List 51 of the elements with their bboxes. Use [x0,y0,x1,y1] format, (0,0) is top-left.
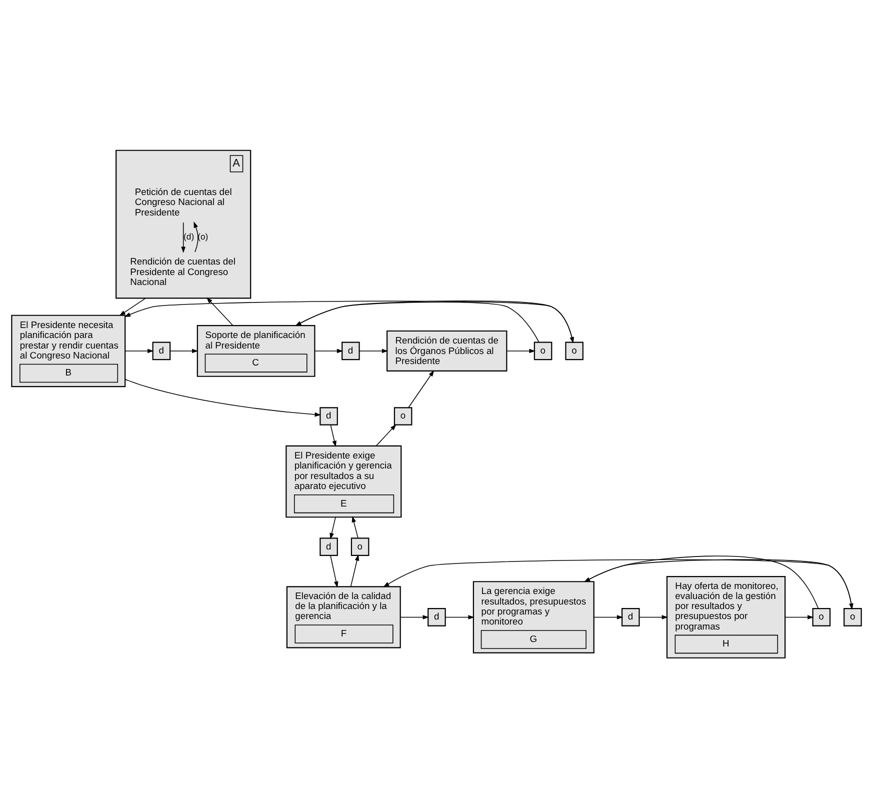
node-box: o [394,406,412,425]
node-box: d [621,608,640,626]
node-box: o [350,537,370,556]
node-box: d [320,406,338,425]
arrow [445,614,474,619]
arrow [594,614,624,619]
edge-label: (d) [184,230,194,241]
node-box: d [152,341,171,360]
arrow [194,221,198,252]
arrow [408,370,434,408]
arrow [124,378,322,416]
node-box: El Presidente exige planificación y gerencia por resultados a su aparato ejecutivo E [286,444,402,518]
edge-label: (o) [198,230,208,241]
arrow [124,348,154,353]
arrow [206,296,234,326]
arrow [295,301,540,342]
arrow [330,424,336,447]
node-text: Petición de cuentas del Congreso Nacional al Presidente [134,186,232,217]
node-box: o [534,341,552,360]
arrow [350,554,360,586]
arrow [376,424,396,446]
node-text: Rendición de cuentas del Presidente al Congreso Nacional [130,256,236,286]
arrow [124,300,574,342]
node-box: d [428,608,446,626]
arrow [330,554,338,588]
arrow [170,348,198,353]
node-box: La gerencia exige resultados, presupuestos por programas y monitoreo G [472,580,594,653]
arrow [358,348,388,353]
arrow [352,516,358,538]
arrow [639,614,668,619]
arrow [181,222,186,253]
arrow [119,297,146,316]
node-box: d [342,341,360,360]
arrow [400,614,430,619]
arrow [584,558,854,610]
arrow [314,348,344,353]
arrow [506,348,536,353]
arrow [784,614,814,619]
node-box: Elevación de la calidad de la planificación y la gerencia F [286,586,401,648]
node-box: El Presidente necesita planificación para prestar y rendir cuentas al Congreso Nacional B [11,314,126,387]
node-box: o [844,608,862,626]
arrow [330,516,336,539]
arrow [584,555,819,608]
arrow [383,558,852,608]
node-box: d [320,537,338,556]
node-box: o [812,608,831,626]
node-box: o [565,341,584,360]
node-box: Rendición de cuentas de los Órganos Públicos al Presidente [386,330,508,371]
node-box: Hay oferta de monitoreo, evaluación de la gestión por resultados y presupuestos por programas H [666,576,786,658]
arrow [296,300,574,343]
node-box: Soporte de planificación al Presidente C [196,324,316,376]
